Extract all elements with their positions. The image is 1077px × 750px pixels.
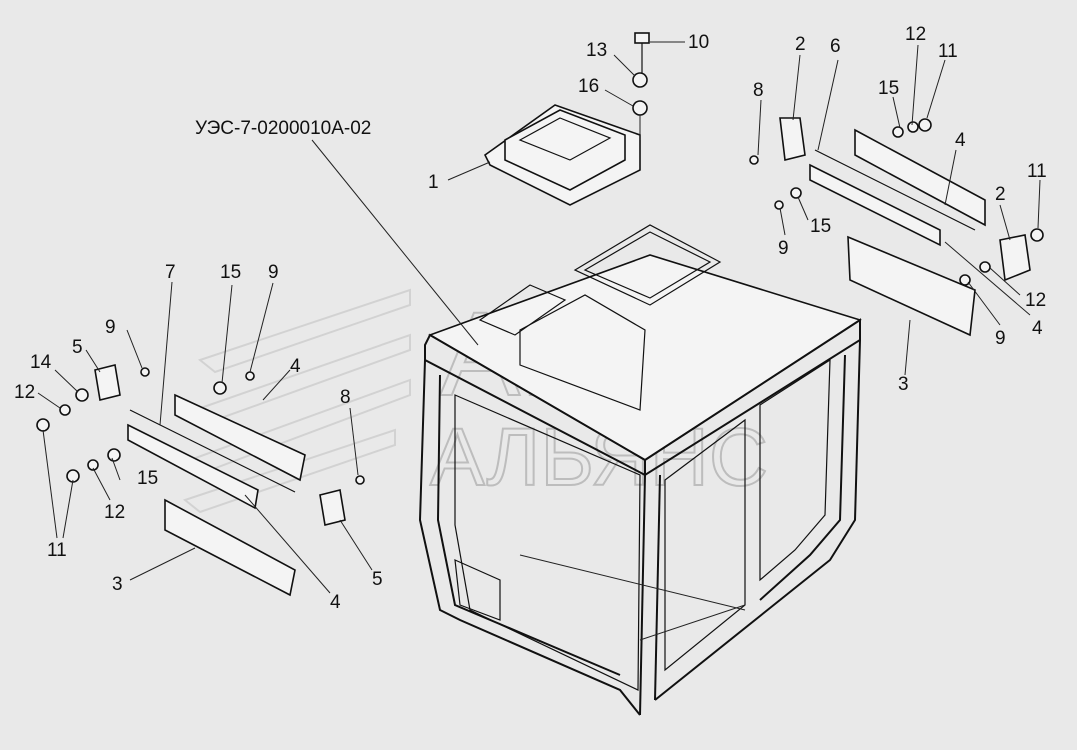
- callout-2-top: 2: [795, 34, 806, 55]
- callout-15-lower-left: 15: [137, 468, 158, 489]
- callout-12-left: 12: [14, 382, 35, 403]
- cab-frame: [418, 224, 862, 716]
- callout-8-right: 8: [753, 80, 764, 101]
- callout-1: 1: [428, 172, 439, 193]
- callout-9-upper-left: 9: [268, 262, 279, 283]
- callout-12-lower-left: 12: [104, 502, 125, 523]
- left-side-parts: [36, 364, 365, 597]
- callout-numbers: 1 2 2 3 3 4 4 4 4 5 5 6 7 8 8 9 9 9 9 10…: [14, 24, 1047, 613]
- callout-2-right: 2: [995, 184, 1006, 205]
- right-side-parts: [749, 117, 1044, 337]
- callout-9-lower-right: 9: [995, 328, 1006, 349]
- callout-6: 6: [830, 36, 841, 57]
- callout-11-right: 11: [1027, 161, 1047, 182]
- callout-5-right: 5: [372, 569, 383, 590]
- callout-15-upper-left: 15: [220, 262, 241, 283]
- callout-8-left: 8: [340, 387, 351, 408]
- callout-11-top: 11: [938, 41, 958, 62]
- callout-15-top: 15: [878, 78, 899, 99]
- callout-7: 7: [165, 262, 176, 283]
- leader-lines: [37, 41, 1041, 594]
- callout-14: 14: [30, 352, 52, 373]
- callout-4-lower-right: 4: [1032, 318, 1043, 339]
- callout-13: 13: [586, 40, 607, 61]
- callout-9-right: 9: [778, 238, 789, 259]
- callout-12-right: 12: [1025, 290, 1046, 311]
- callout-9-left: 9: [105, 317, 116, 338]
- callout-4-upper-right: 4: [955, 130, 966, 151]
- callout-10: 10: [688, 32, 709, 53]
- callout-4-upper-left: 4: [290, 356, 301, 377]
- callout-3-right: 3: [898, 374, 909, 395]
- callout-11-left: 11: [47, 540, 67, 561]
- callout-16: 16: [578, 76, 599, 97]
- roof-hatch: [483, 104, 641, 206]
- callout-15-right: 15: [810, 216, 831, 237]
- callout-5-left: 5: [72, 337, 83, 358]
- top-fasteners: [632, 32, 650, 140]
- callout-12-top: 12: [905, 24, 926, 45]
- callout-4-lower-left: 4: [330, 592, 341, 613]
- assembly-code-label: УЭС-7-0200010А-02: [195, 118, 371, 139]
- callout-3-left: 3: [112, 574, 123, 595]
